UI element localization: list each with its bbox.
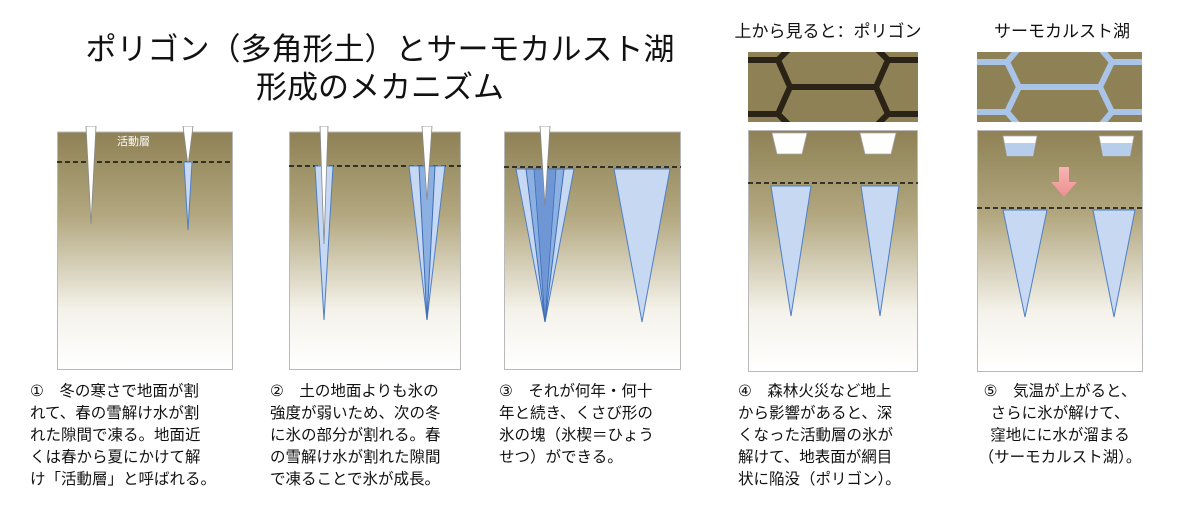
page-title-line1: ポリゴン（多角形土）とサーモカルスト湖 [85, 32, 675, 68]
polygon-topview [748, 52, 918, 122]
diagram-panel-1: 活動層 [57, 126, 233, 370]
caption-1: ① 冬の寒さで地面が割れて、春の雪解け水が割れた隙間で凍る。地面近くは春から夏に… [30, 382, 217, 488]
diagram-panel-4 [748, 130, 918, 372]
down-arrow-icon [1051, 167, 1077, 197]
diagram-panel-3 [504, 126, 681, 370]
lake-top-label: サーモカルスト湖 [994, 22, 1130, 42]
lake-topview [977, 52, 1142, 122]
page-title-line2: 形成のメカニズム [256, 70, 504, 106]
caption-3: ③ それが何年・何十年と続き、くさび形の氷の塊（氷楔＝ひょうせつ）ができる。 [499, 382, 655, 466]
diagram-panel-2 [289, 126, 461, 370]
caption-2: ② 土の地面よりも氷の強度が弱いため、次の冬に氷の部分が割れる。春の雪解け水が割… [270, 382, 441, 488]
caption-5: ⑤ 気温が上がると、さらに氷が解けて、窪地にに水が溜まる（サーモカルスト湖）。 [978, 382, 1142, 466]
caption-4: ④ 森林火災など地上から影響があると、深くなった活動層の氷が解けて、地表面が網目… [738, 382, 901, 488]
polygon-top-label: 上から見ると：ポリゴン [734, 22, 922, 42]
active-layer-label: 活動層 [117, 134, 150, 148]
diagram-panel-5 [977, 130, 1143, 372]
